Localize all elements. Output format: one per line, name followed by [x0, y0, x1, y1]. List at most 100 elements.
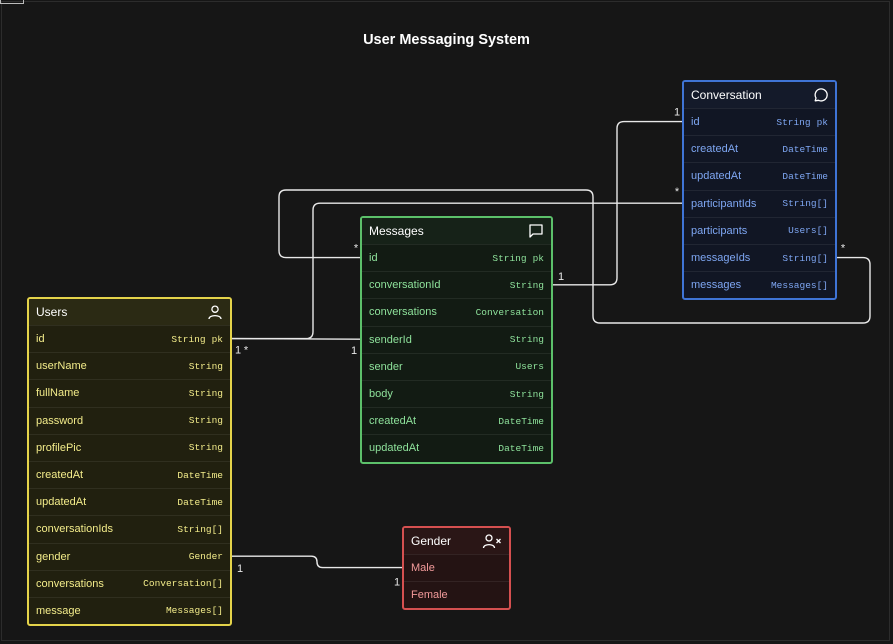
field-name: conversationId: [369, 279, 441, 292]
field-name: createdAt: [36, 469, 84, 482]
field-name: messageIds: [691, 252, 751, 265]
field-name: updatedAt: [36, 496, 87, 509]
cardinality-label: *: [244, 345, 249, 357]
field-row[interactable]: Male: [404, 554, 509, 581]
field-name: createdAt: [691, 143, 739, 156]
cardinality-label: 1: [674, 107, 680, 119]
field-type-name: DateTime: [177, 496, 223, 508]
field-type-name: String: [509, 279, 544, 291]
field-type-name: Conversation: [475, 306, 544, 318]
field-type-name: String: [171, 333, 206, 345]
field-row[interactable]: conversations Conversation[]: [29, 569, 230, 597]
field-row[interactable]: sender Users: [362, 352, 551, 380]
relation-users-conversation-participants[interactable]: [232, 202, 682, 340]
field-row[interactable]: password String: [29, 406, 230, 434]
field-type-name: String: [188, 415, 223, 427]
field-name: conversations: [369, 306, 437, 319]
relation-users-messages-sender[interactable]: [231, 337, 361, 340]
field-row[interactable]: messages Messages[]: [684, 271, 835, 298]
field-type-name: DateTime: [782, 143, 828, 155]
field-type: String[]: [782, 198, 828, 209]
field-type: DateTime: [782, 144, 828, 155]
field-type: String[]: [782, 253, 828, 264]
field-row[interactable]: updatedAt DateTime: [362, 434, 551, 461]
field-row[interactable]: gender Gender: [29, 542, 230, 570]
relation-users-gender[interactable]: [232, 555, 402, 569]
field-row[interactable]: messageIds String[]: [684, 243, 835, 271]
field-name: sender: [369, 360, 403, 373]
field-name: participantIds: [691, 197, 757, 210]
field-name: senderId: [369, 333, 412, 346]
field-name: updatedAt: [369, 442, 420, 455]
field-type-name: Conversation[]: [143, 578, 223, 590]
field-type-name: Gender: [188, 551, 223, 563]
cardinality-label: *: [675, 186, 680, 198]
cardinality-label: 1: [237, 563, 243, 575]
field-name: message: [36, 604, 81, 617]
field-type: Messages[]: [771, 280, 828, 291]
field-type: DateTime: [177, 470, 223, 481]
cardinality-label: 1: [394, 577, 400, 589]
field-type-name: DateTime: [177, 469, 223, 481]
field-type: String: [189, 415, 223, 426]
field-type: String pk: [776, 117, 828, 128]
field-type: DateTime: [177, 497, 223, 508]
field-row[interactable]: participantIds String[]: [684, 189, 835, 217]
field-type: DateTime: [498, 443, 544, 454]
field-row[interactable]: conversations Conversation: [362, 298, 551, 325]
field-row[interactable]: createdAt DateTime: [684, 135, 835, 162]
cardinality-label: 1: [558, 271, 564, 283]
entity-header: Messages: [362, 218, 551, 244]
field-type-name: Messages[]: [770, 279, 828, 291]
field-type-name: String: [776, 116, 811, 128]
field-name: password: [36, 414, 84, 427]
field-name: id: [36, 333, 45, 346]
field-row[interactable]: conversationId String: [362, 271, 551, 298]
entity-header: Conversation: [684, 82, 835, 108]
field-name: messages: [691, 279, 742, 292]
field-type-name: DateTime: [498, 442, 544, 454]
relation-conversation-messages[interactable]: [553, 120, 682, 286]
field-name: conversations: [36, 577, 104, 590]
field-name: gender: [36, 550, 71, 563]
field-name: conversationIds: [36, 523, 114, 536]
field-type-name: Users: [515, 361, 544, 373]
field-type: Conversation: [476, 307, 544, 318]
field-row[interactable]: Female: [404, 581, 509, 608]
field-type-name: DateTime: [782, 170, 828, 182]
diagram-title: User Messaging System: [363, 32, 530, 48]
relation-messages-conversation-loop[interactable]: [278, 189, 871, 324]
field-type-name: String: [188, 387, 223, 399]
field-name: createdAt: [369, 415, 417, 428]
field-type: Users[]: [788, 225, 828, 236]
field-type-name: String[]: [782, 252, 828, 264]
field-row[interactable]: createdAt DateTime: [362, 407, 551, 434]
field-type: DateTime: [782, 171, 828, 182]
field-row[interactable]: updatedAt DateTime: [684, 162, 835, 189]
field-name: updatedAt: [691, 170, 742, 183]
field-row[interactable]: createdAt DateTime: [29, 460, 230, 488]
cardinality-label: *: [841, 243, 846, 255]
field-type: Conversation[]: [143, 578, 223, 589]
field-type-name: DateTime: [498, 415, 544, 427]
field-type: String: [189, 388, 223, 399]
field-row[interactable]: updatedAt DateTime: [29, 488, 230, 515]
field-key-badge: pk: [816, 116, 828, 128]
